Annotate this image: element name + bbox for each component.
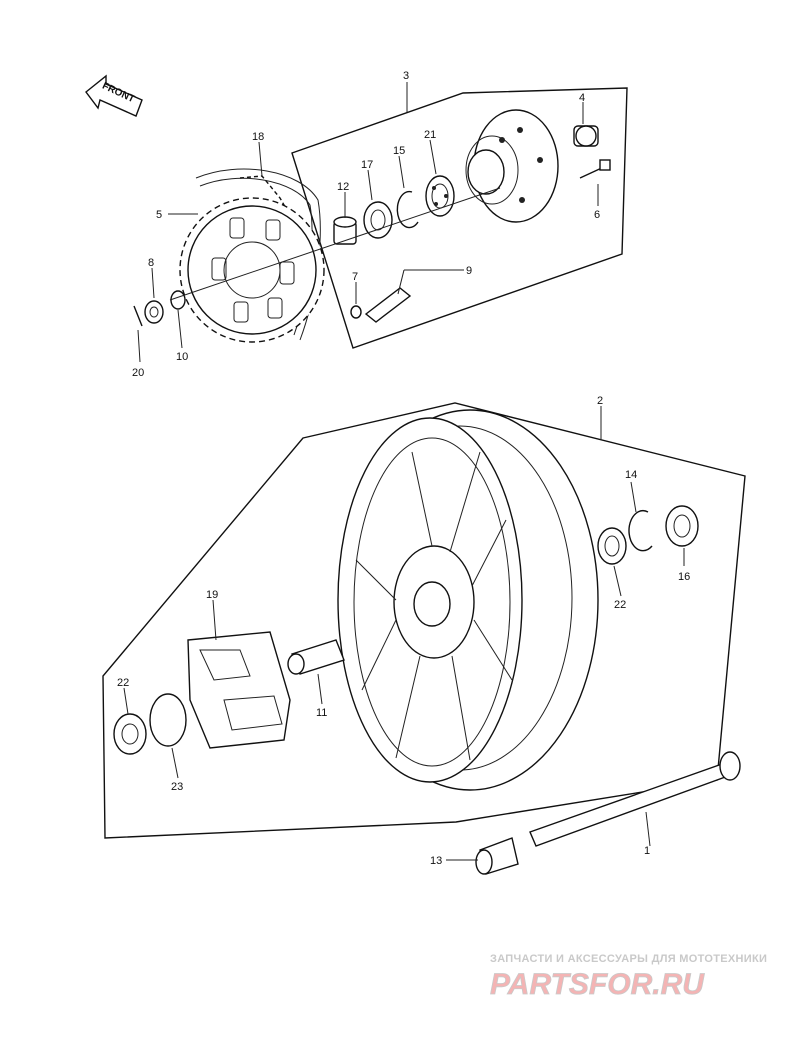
axle-part-1 (529, 751, 741, 847)
callout-14: 14 (625, 469, 637, 481)
nut-part-8 (144, 300, 164, 324)
rear-sprocket (179, 197, 325, 343)
callout-6: 6 (594, 209, 600, 221)
callout-5: 5 (156, 209, 162, 221)
bolt-part-6 (579, 159, 611, 179)
callout-21: 21 (424, 129, 436, 141)
seal-part-16 (665, 505, 699, 547)
cotter-pin-part-20 (133, 305, 143, 327)
callout-17: 17 (361, 159, 373, 171)
collar-part-13 (475, 837, 519, 875)
callout-18: 18 (252, 131, 264, 143)
callout-13: 13 (430, 855, 442, 867)
bearing-part-21 (425, 175, 455, 217)
bearing-part-22-right (597, 527, 627, 565)
sprocket-hub-flange (465, 109, 559, 223)
callout-2: 2 (597, 395, 603, 407)
lock-plate-part-9 (364, 287, 412, 323)
nut-part-7 (350, 305, 362, 319)
callout-8: 8 (148, 257, 154, 269)
callout-12: 12 (337, 181, 349, 193)
callout-9: 9 (466, 265, 472, 277)
callout-labels: 1 2 3 4 5 6 7 8 9 10 11 12 13 14 15 16 1… (117, 70, 690, 867)
callout-3: 3 (403, 70, 409, 82)
leader-lines (123, 82, 685, 861)
callout-7: 7 (352, 271, 358, 283)
callout-15: 15 (393, 145, 405, 157)
damper-part-19 (187, 631, 291, 749)
callout-23: 23 (171, 781, 183, 793)
washer-part-10 (170, 290, 186, 310)
callout-4: 4 (579, 92, 585, 104)
callout-22-left: 22 (117, 677, 129, 689)
collar-part-4 (573, 125, 599, 147)
front-arrow: FRONT (85, 74, 143, 117)
circlip-part-14 (628, 509, 653, 552)
bearing-part-22-left (113, 713, 147, 755)
callout-1: 1 (644, 845, 650, 857)
callout-19: 19 (206, 589, 218, 601)
o-ring-part-23 (149, 693, 187, 747)
watermark-logo: PARTSFOR.RU (490, 968, 705, 1001)
spacer-part-11 (287, 639, 345, 675)
callout-20: 20 (132, 367, 144, 379)
spacer-part-12 (333, 216, 357, 245)
callout-16: 16 (678, 571, 690, 583)
watermark: ЗАПЧАСТИ И АКСЕССУАРЫ ДЛЯ МОТОТЕХНИКИ PA… (490, 953, 767, 1001)
circlip-part-15 (396, 190, 419, 229)
callout-22-right: 22 (614, 599, 626, 611)
wheel-assembly-boundary (102, 402, 746, 839)
sprocket-axis-line (169, 187, 501, 301)
callout-11: 11 (316, 707, 327, 719)
cast-wheel (337, 409, 599, 791)
callout-10: 10 (176, 351, 188, 363)
sprocket-hub-assembly-boundary (291, 87, 628, 349)
seal-part-17 (363, 201, 393, 239)
watermark-tagline: ЗАПЧАСТИ И АКСЕССУАРЫ ДЛЯ МОТОТЕХНИКИ (490, 953, 767, 965)
